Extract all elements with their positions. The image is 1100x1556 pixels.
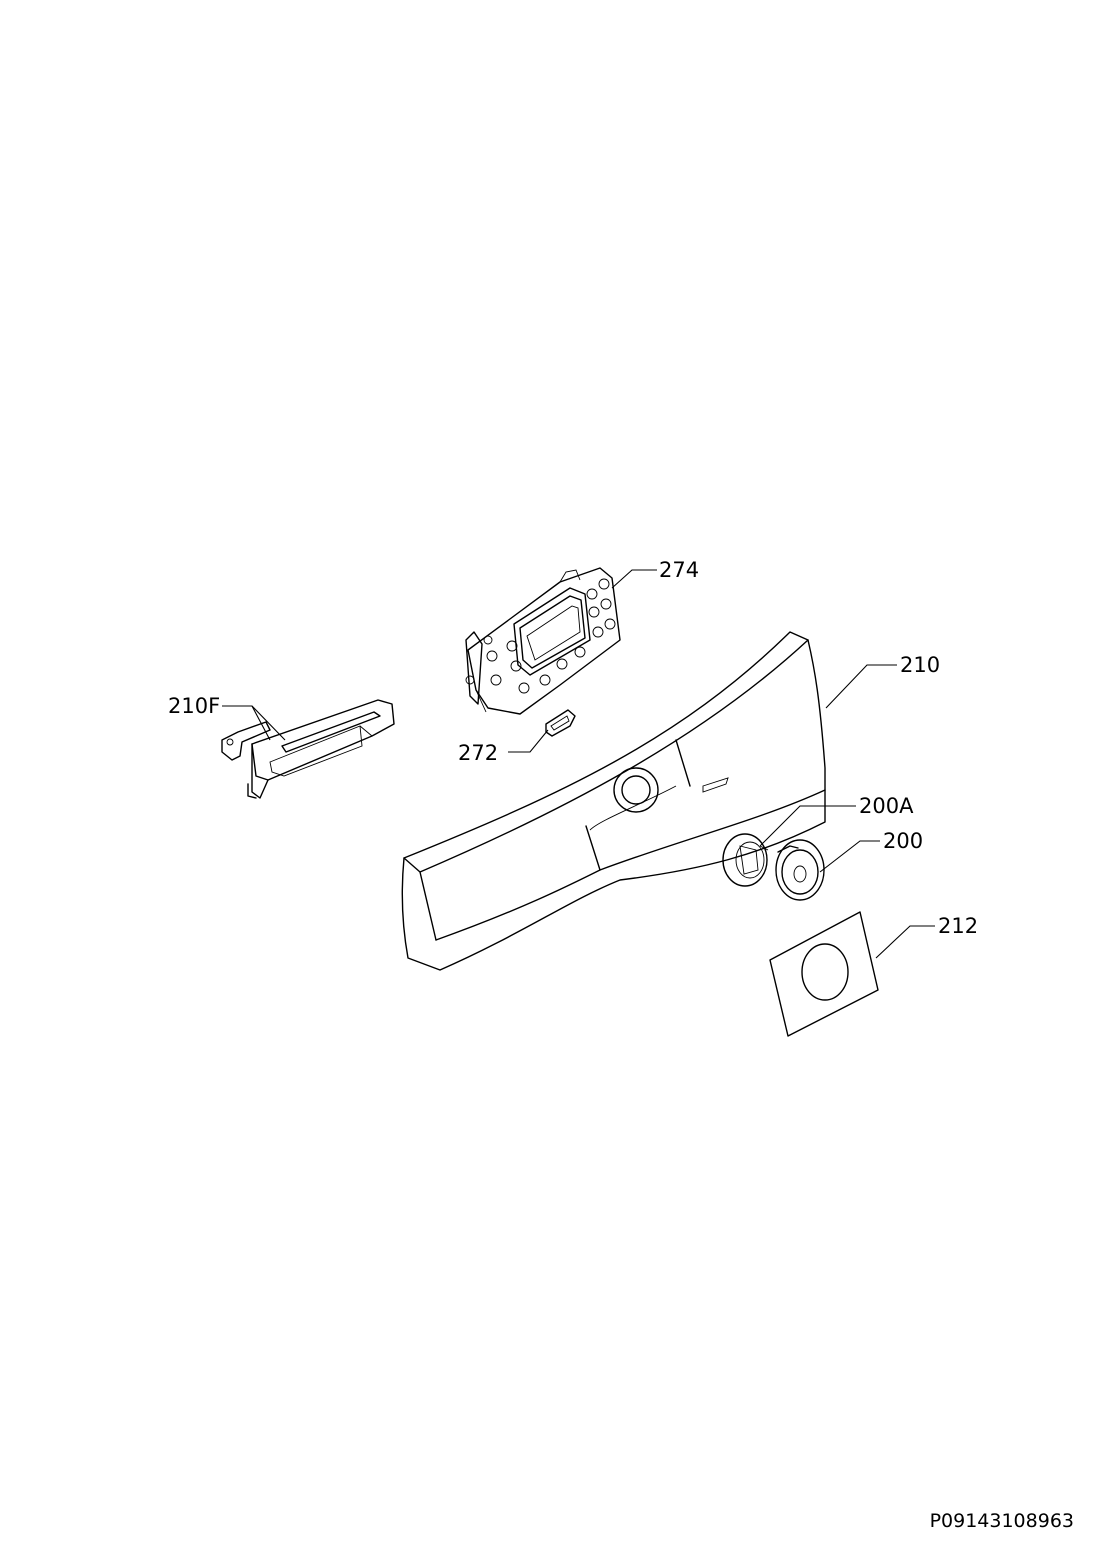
part-200-knob [775,839,825,901]
document-id: P09143108963 [929,1510,1074,1532]
label-210: 210 [900,653,940,677]
part-272-clip [545,709,576,737]
part-210F-bracket [221,699,395,799]
label-200A: 200A [859,794,914,818]
label-200: 200 [883,829,923,853]
part-212-disc-label [769,911,879,1037]
label-274: 274 [659,558,699,582]
label-210F: 210F [168,694,220,718]
part-210-control-panel [401,631,826,971]
label-272: 272 [458,741,498,765]
leader-lines [222,569,935,959]
part-200A-knob-base [722,833,769,887]
label-212: 212 [938,914,978,938]
part-274-control-board [465,567,621,715]
